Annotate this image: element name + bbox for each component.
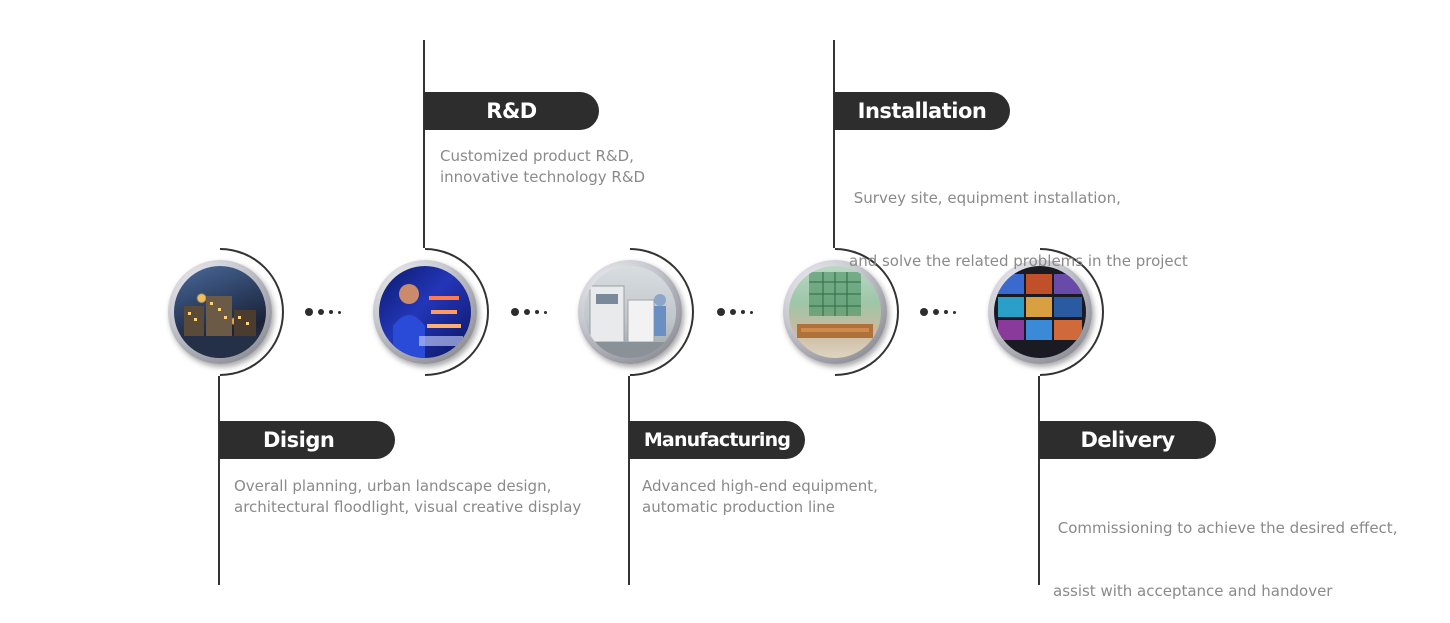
dots-separator-3: [717, 308, 753, 316]
installation-desc-line-1: Survey site, equipment installation,: [849, 189, 1121, 207]
dots-separator-1: [305, 308, 341, 316]
delivery-image: [988, 260, 1092, 364]
rnd-image: [373, 260, 477, 364]
rnd-tag: R&D: [424, 92, 599, 130]
lab-worker-icon: [393, 284, 463, 358]
dots-separator-4: [920, 308, 956, 316]
city-night-icon: [174, 296, 266, 358]
design-tag: Disign: [219, 421, 395, 459]
dots-separator-2: [511, 308, 547, 316]
rnd-connector-line: [423, 40, 425, 248]
delivery-desc-line-2: assist with acceptance and handover: [1053, 582, 1333, 600]
delivery-connector-line: [1038, 376, 1040, 585]
design-image: [168, 260, 272, 364]
manufacturing-description: Advanced high-end equipment, automatic p…: [642, 476, 878, 518]
installation-desc-line-2: and solve the related problems in the pr…: [849, 252, 1188, 270]
installation-image: [783, 260, 887, 364]
rnd-desc-line-1: Customized product R&D,: [440, 147, 634, 165]
rnd-desc-line-2: innovative technology R&D: [440, 168, 646, 186]
installation-description: Survey site, equipment installation, and…: [849, 146, 1188, 293]
manufacturing-desc-line-2: automatic production line: [642, 498, 836, 516]
manufacturing-tag: Manufacturing: [629, 421, 805, 459]
design-desc-line-2: architectural floodlight, visual creativ…: [234, 498, 582, 516]
manufacturing-image: [578, 260, 682, 364]
manufacturing-desc-line-1: Advanced high-end equipment,: [642, 477, 878, 495]
factory-machine-icon: [584, 285, 676, 358]
design-connector-line: [218, 376, 220, 585]
design-description: Overall planning, urban landscape design…: [234, 476, 581, 518]
rnd-description: Customized product R&D, innovative techn…: [440, 146, 645, 188]
design-desc-line-1: Overall planning, urban landscape design…: [234, 477, 552, 495]
delivery-tag: Delivery: [1039, 421, 1216, 459]
delivery-desc-line-1: Commissioning to achieve the desired eff…: [1053, 519, 1398, 537]
manufacturing-connector-line: [628, 376, 630, 585]
installation-tag: Installation: [834, 92, 1010, 130]
delivery-description: Commissioning to achieve the desired eff…: [1053, 476, 1397, 623]
installation-site-icon: [797, 272, 873, 338]
installation-connector-line: [833, 40, 835, 248]
